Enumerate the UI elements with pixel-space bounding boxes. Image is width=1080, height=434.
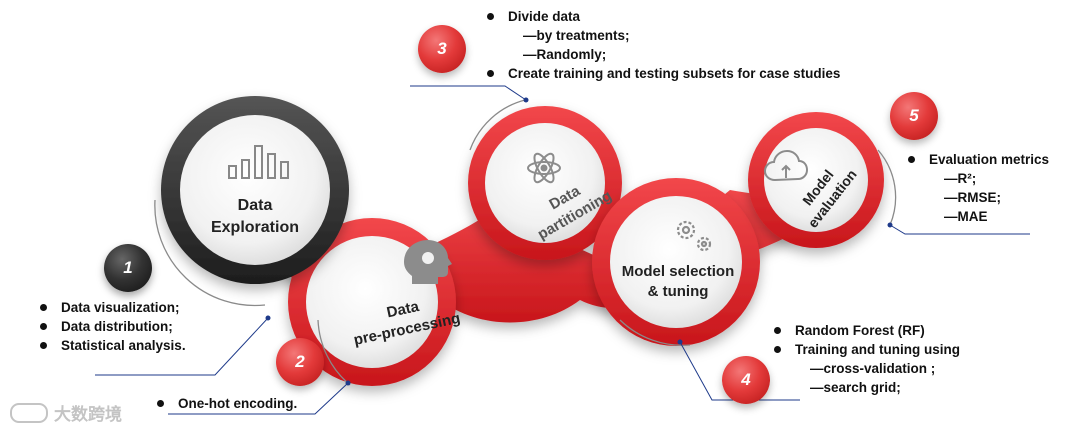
atom-icon [527,152,561,184]
head-gears-icon [404,240,452,284]
step-4-bullet: Random Forest (RF) [795,323,925,338]
bullet-icon [40,323,47,330]
bullet-icon [40,342,47,349]
step-2-labels: One-hot encoding. [157,394,297,413]
step-5-badge: 5 [890,92,938,140]
step-3-sub-item: —Randomly; [523,47,607,62]
watermark-logo-icon [10,402,48,423]
step-5-labels: Evaluation metrics —R²; —RMSE; —MAE [908,150,1049,226]
step-1-badge: 1 [104,244,152,292]
step-5-bullet: Evaluation metrics [929,152,1050,167]
step-5-circle [748,112,884,248]
step-2-bullet: One-hot encoding. [178,396,298,411]
cloud-arrow-icon [763,149,809,182]
step-3-bullet: Divide data [508,9,581,24]
step-4-badge: 4 [722,356,770,404]
gears-icon [676,220,712,252]
step-3-labels: Divide data —by treatments; —Randomly; C… [487,7,840,83]
bullet-icon [487,13,494,20]
bullet-icon [908,156,915,163]
step-3-badge: 3 [418,25,466,73]
step-1-circle [161,96,349,284]
step-1-bullet: Data visualization; [61,300,180,315]
bullet-icon [157,400,164,407]
step-1-bullet: Data distribution; [61,319,173,334]
step-4-title: Model selection & tuning [621,263,735,300]
step-4-bullet: Training and tuning using [795,342,960,357]
step-2-badge: 2 [276,338,324,386]
step-4-labels: Random Forest (RF) Training and tuning u… [774,321,960,397]
bullet-icon [40,304,47,311]
watermark-text: 大数跨境 [54,405,122,424]
step-3-bullet: Create training and testing subsets for … [508,66,841,81]
leader-dots [265,97,893,386]
bullet-icon [774,346,781,353]
step-4-circle [592,178,760,346]
step-3-sub-item: —by treatments; [523,28,630,43]
watermark: 大数跨境 [10,400,122,425]
bullet-icon [487,70,494,77]
step-5-sub-item: —R²; [944,171,977,186]
bullet-icon [774,327,781,334]
step-3-circle [468,106,622,260]
leader-lines [95,85,1030,415]
bar-chart-icon [228,145,289,179]
step-1-title: Data Exploration [210,197,299,236]
step-1-bullet: Statistical analysis. [61,338,186,353]
step-4-sub-item: —search grid; [810,380,901,395]
step-4-sub-item: —cross-validation ; [810,361,936,376]
step-1-labels: Data visualization; Data distribution; S… [40,298,186,355]
step-5-sub-item: —RMSE; [944,190,1001,205]
step-5-sub-item: —MAE [944,209,988,224]
